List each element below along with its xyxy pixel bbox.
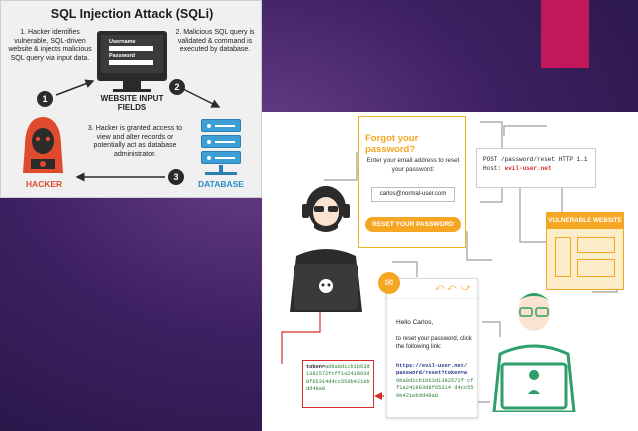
vulnerable-website: VULNERABLE WEBSITE bbox=[546, 212, 624, 290]
server-unit-1 bbox=[201, 119, 241, 132]
username-field bbox=[109, 46, 153, 51]
website-caption: WEBSITE INPUT FIELDS bbox=[100, 94, 164, 112]
forgot-password-card: Forgot your password? Enter your email a… bbox=[358, 116, 466, 248]
forward-icon[interactable]: ⤻ bbox=[461, 282, 471, 292]
email-input[interactable]: carlos@normal-user.com bbox=[371, 187, 455, 202]
server-cable bbox=[219, 165, 223, 173]
step-1-badge: 1 bbox=[37, 91, 53, 107]
email-body: to reset your password, click the follow… bbox=[396, 336, 472, 351]
email-card: ⤺ ⤺ ⤻ Hello Carlos, to reset your passwo… bbox=[386, 278, 478, 418]
http-request-line: POST /password/reset HTTP 1.1 bbox=[483, 156, 588, 163]
reset-link[interactable]: https://evil-user.net/ password/reset?to… bbox=[396, 363, 476, 400]
envelope-icon: ✉ bbox=[378, 272, 400, 294]
hacker-laptop-icon bbox=[290, 186, 362, 312]
forgot-title: Forgot your password? bbox=[365, 133, 419, 155]
reply-all-icon[interactable]: ⤺ bbox=[447, 282, 457, 292]
reset-password-button[interactable]: RESET YOUR PASSWORD bbox=[365, 217, 461, 232]
database-caption: DATABASE bbox=[198, 179, 244, 189]
stolen-token-box: token=a0ba0d1cb1b63d1382572fcff1a241893d… bbox=[302, 360, 374, 408]
hacker-icon bbox=[23, 117, 63, 173]
password-reset-diagram: Forgot your password? Enter your email a… bbox=[262, 112, 638, 431]
password-field bbox=[109, 60, 153, 65]
victim-laptop-icon bbox=[492, 293, 576, 412]
username-label: Username bbox=[109, 39, 136, 45]
reply-icon[interactable]: ⤺ bbox=[435, 282, 445, 292]
monitor-stand bbox=[123, 81, 141, 89]
forgot-prompt: Enter your email address to reset your p… bbox=[366, 157, 460, 173]
flow-arrows bbox=[55, 79, 221, 182]
token-label: token= bbox=[306, 364, 326, 370]
step-2-badge: 2 bbox=[169, 79, 185, 95]
reset-link-line2: password/reset?token=a bbox=[396, 370, 468, 377]
http-host-label: Host: bbox=[483, 165, 505, 172]
step-2-text: 2. Malicious SQL query is validated & co… bbox=[175, 29, 255, 54]
vulnerable-label: VULNERABLE WEBSITE bbox=[547, 213, 623, 229]
step-3-text: 3. Hacker is granted access to view and … bbox=[87, 125, 183, 158]
monitor-icon: Username Password bbox=[97, 31, 167, 81]
website-block-3 bbox=[577, 259, 615, 277]
website-block-2 bbox=[577, 237, 615, 253]
reset-link-token: 0ba0d1cb1b63d1382572f cff1a241893d8f6531… bbox=[396, 377, 474, 399]
hacker-caption: HACKER bbox=[25, 179, 63, 189]
email-toolbar: ⤺ ⤺ ⤻ bbox=[387, 279, 477, 299]
server-unit-2 bbox=[201, 135, 241, 148]
server-unit-3 bbox=[201, 151, 241, 164]
monitor-base bbox=[113, 89, 151, 92]
website-block-1 bbox=[555, 237, 571, 277]
http-host-value: evil-user.net bbox=[504, 165, 552, 172]
reset-link-line1: https://evil-user.net/ bbox=[396, 363, 468, 369]
accent-block bbox=[541, 0, 589, 68]
email-greeting: Hello Carlos, bbox=[396, 319, 434, 326]
sqli-title: SQL Injection Attack (SQLi) bbox=[50, 7, 214, 21]
token-value: a0ba0d1cb1b63d1382572fcff1a241893d8f6531… bbox=[306, 364, 370, 393]
step-3-badge: 3 bbox=[168, 169, 184, 185]
sqli-infographic: SQL Injection Attack (SQLi) 1. Hacker id… bbox=[0, 0, 262, 198]
step-1-text: 1. Hacker identifies vulnerable, SQL-dri… bbox=[8, 29, 92, 62]
http-request-box: POST /password/reset HTTP 1.1 Host: evil… bbox=[476, 148, 596, 188]
password-label: Password bbox=[109, 53, 135, 59]
server-base bbox=[205, 172, 237, 175]
